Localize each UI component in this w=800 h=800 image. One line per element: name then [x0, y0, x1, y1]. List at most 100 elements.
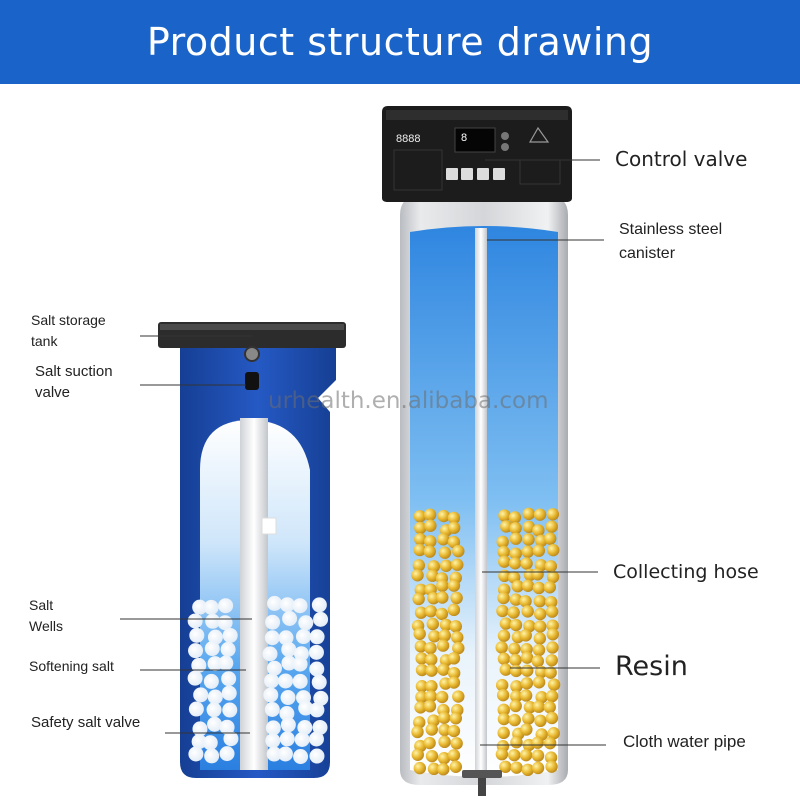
resin-bead — [495, 641, 508, 654]
collecting-hose — [475, 228, 487, 773]
resin-bead — [436, 591, 449, 604]
resin-bead — [544, 751, 558, 764]
resin-bead — [423, 545, 436, 558]
resin-bead — [500, 520, 513, 533]
resin-bead — [447, 676, 461, 689]
resin-bead — [522, 507, 535, 521]
salt-ball — [294, 732, 310, 748]
resin-bead — [508, 511, 522, 524]
resin-bead — [521, 605, 534, 618]
resin-bead — [520, 723, 533, 736]
salt-ball — [265, 720, 281, 736]
salt-ball — [204, 641, 220, 657]
resin-bead — [509, 653, 522, 667]
resin-bead — [531, 568, 544, 581]
salt-ball — [264, 673, 280, 689]
salt-ball — [207, 689, 223, 705]
salt-ball — [187, 613, 203, 629]
resin-bead — [497, 703, 510, 717]
resin-bead — [427, 762, 441, 776]
salt-ball — [312, 719, 328, 735]
resin-bead — [411, 748, 424, 761]
resin-bead — [522, 520, 536, 534]
salt-ball — [223, 731, 239, 747]
resin-bead — [414, 532, 427, 546]
control-display-icon — [454, 127, 496, 153]
resin-bead — [447, 652, 461, 665]
callout-lines — [120, 159, 606, 746]
resin-bead — [495, 678, 509, 692]
resin-bead — [423, 508, 437, 521]
resin-bead — [531, 655, 545, 668]
brand-logo-icon — [528, 126, 550, 143]
resin-bead — [450, 591, 463, 605]
resin-bead — [531, 749, 545, 762]
control-display-digits: 8888 — [396, 133, 421, 145]
resin-bead — [523, 701, 537, 714]
resin-bead — [534, 620, 547, 633]
salt-storage-tank — [158, 322, 346, 778]
label-control-valve: Control valve — [615, 147, 748, 171]
resin-bead — [532, 676, 546, 689]
resin-bead — [497, 726, 510, 740]
resin-bead — [545, 711, 559, 725]
resin-bead — [413, 761, 427, 775]
resin-bead — [521, 579, 535, 592]
resin-bead — [438, 735, 451, 749]
salt-ball — [187, 670, 203, 686]
resin-bead — [547, 727, 560, 740]
salt-ball — [281, 641, 297, 657]
resin-bead — [438, 546, 452, 559]
resin-bead — [534, 665, 548, 679]
resin-bead — [495, 748, 509, 761]
resin-bead — [449, 760, 463, 773]
salt-ball — [265, 614, 281, 630]
salt-ball — [266, 660, 282, 676]
salt-well-tube — [240, 418, 268, 770]
salt-ball — [292, 598, 308, 614]
resin-bead — [521, 664, 534, 677]
resin-bead — [532, 544, 546, 557]
resin-bead — [424, 535, 437, 548]
resin-bead — [425, 680, 438, 693]
resin-bead — [520, 651, 534, 664]
resin-bead — [509, 664, 523, 678]
resin-bead — [520, 677, 534, 690]
control-buttons — [446, 168, 505, 180]
resin-bead — [424, 690, 438, 703]
salt-ball — [313, 690, 329, 706]
label-salt-wells: Salt Wells — [29, 597, 63, 634]
label-softening-salt: Softening salt — [29, 658, 114, 674]
salt-tank-fitting-icon — [244, 346, 260, 362]
salt-ball — [264, 701, 280, 717]
resin-bead — [545, 520, 558, 533]
resin-bead — [413, 510, 427, 523]
cloth-water-pipe-icon — [462, 770, 502, 778]
label-stainless-steel-canister: Stainless steel canister — [619, 221, 723, 262]
salt-ball — [298, 615, 314, 631]
resin-bead — [415, 663, 429, 677]
salt-ball — [205, 613, 221, 629]
salt-ball — [220, 641, 236, 657]
resin-bead — [546, 508, 560, 521]
salt-ball — [279, 597, 295, 613]
resin-bead — [452, 544, 465, 558]
page-title: Product structure drawing — [146, 20, 654, 64]
resin-bead — [519, 629, 532, 642]
resin-bead — [414, 521, 427, 535]
salt-ball — [188, 746, 204, 762]
salt-ball — [188, 643, 204, 659]
resin-bead — [545, 760, 558, 773]
salt-ball — [189, 627, 205, 643]
resin-bead — [498, 569, 511, 583]
salt-ball — [311, 674, 327, 690]
resin-bead — [447, 724, 461, 738]
resin-bead — [543, 736, 557, 750]
resin-bead — [497, 591, 510, 605]
resin-bead — [449, 620, 462, 633]
resin-bead — [427, 591, 440, 605]
resin-bead — [497, 629, 511, 642]
resin-bead — [499, 617, 513, 630]
resin-bead — [428, 630, 441, 643]
resin-bead — [497, 712, 511, 726]
